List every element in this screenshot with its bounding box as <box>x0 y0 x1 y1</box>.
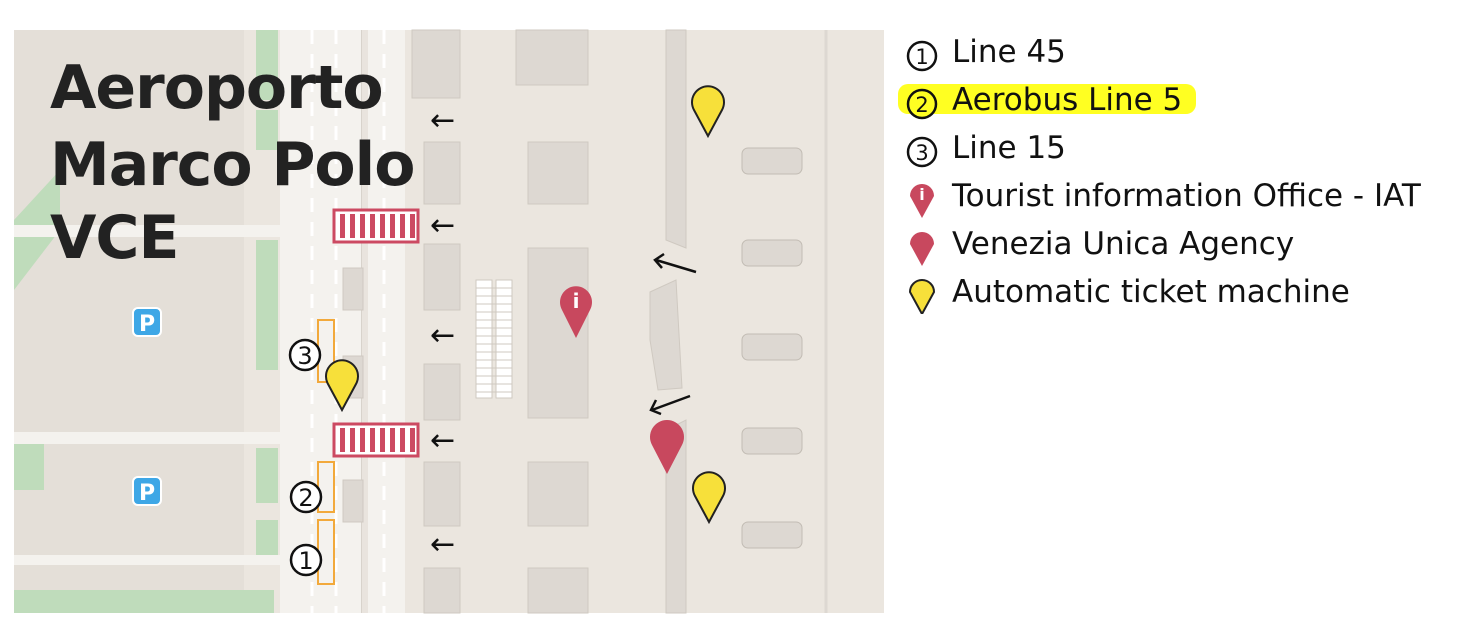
stop-number-2-icon[interactable]: 2 <box>289 480 323 514</box>
stop-number-3-icon: 3 <box>906 136 938 168</box>
stop-number-1-icon[interactable]: 1 <box>289 543 323 577</box>
legend-label: Tourist information Office - IAT <box>952 178 1421 214</box>
svg-text:3: 3 <box>297 342 312 370</box>
green-strip <box>256 520 278 565</box>
stop-number-3-icon[interactable]: 3 <box>288 338 322 372</box>
legend-item-line-45: 1 Line 45 <box>898 30 1468 78</box>
median <box>362 30 368 613</box>
ticket-machine-marker-icon[interactable] <box>325 359 359 413</box>
terminal-bar <box>649 279 683 391</box>
legend-item-tourist-info: i Tourist information Office - IAT <box>898 174 1468 222</box>
svg-text:P: P <box>139 481 155 506</box>
info-marker-icon[interactable]: i <box>560 286 592 338</box>
building-block <box>342 479 364 523</box>
green-strip <box>14 440 44 490</box>
ticket-machine-marker-icon <box>908 279 936 314</box>
parking-icon[interactable]: P <box>132 476 162 506</box>
map-title-line-1: Aeroporto <box>50 53 383 123</box>
arrow-left-icon: ← <box>430 527 455 562</box>
legend-item-aerobus-line-5: 2 Aerobus Line 5 <box>898 78 1468 126</box>
legend-label: Line 45 <box>952 34 1066 70</box>
parking-icon[interactable]: P <box>132 307 162 337</box>
ticket-machine-marker-icon[interactable] <box>691 85 725 139</box>
service-road <box>14 225 304 237</box>
gate-piers <box>741 147 803 549</box>
green-strip <box>14 590 274 613</box>
svg-text:3: 3 <box>915 141 928 165</box>
terminal-bar <box>665 419 687 614</box>
green-strip <box>256 110 278 150</box>
ticket-machine-marker-icon[interactable] <box>692 471 726 525</box>
svg-text:2: 2 <box>915 93 928 117</box>
svg-text:1: 1 <box>298 547 313 575</box>
arrow-left-icon: ← <box>430 103 455 138</box>
arrow-diagonal-icon <box>649 394 691 416</box>
map-title-line-3: VCE <box>50 203 178 273</box>
legend-label: Line 15 <box>952 130 1066 166</box>
parking-grid-lines <box>476 287 512 393</box>
stop-number-2-icon: 2 <box>906 88 938 120</box>
svg-text:2: 2 <box>298 484 313 512</box>
terminal-bar <box>665 29 687 249</box>
building-block <box>342 267 364 311</box>
agency-marker-icon <box>910 232 934 266</box>
arrow-diagonal-icon <box>653 252 697 274</box>
legend-highlight <box>898 84 1196 114</box>
legend-label: Aerobus Line 5 <box>952 82 1183 118</box>
map-legend: 1 Line 45 2 Aerobus Line 5 3 Line 15 i T… <box>898 30 1468 318</box>
green-strip <box>256 448 278 503</box>
airport-map[interactable]: ← ← ← ← ← Aeroporto Marco Polo VCE P P 3… <box>0 0 886 633</box>
svg-text:P: P <box>139 312 155 337</box>
green-strip <box>256 30 278 100</box>
stop-number-1-icon: 1 <box>906 40 938 72</box>
service-road <box>14 432 304 444</box>
building-column-1 <box>411 29 461 614</box>
arrow-left-icon: ← <box>430 318 455 353</box>
svg-text:i: i <box>919 185 924 204</box>
green-strip <box>256 240 278 370</box>
legend-label: Automatic ticket machine <box>952 274 1350 310</box>
arrow-left-icon: ← <box>430 208 455 243</box>
svg-text:1: 1 <box>915 45 928 69</box>
arrow-left-icon: ← <box>430 423 455 458</box>
legend-item-venezia-unica: Venezia Unica Agency <box>898 222 1468 270</box>
legend-label: Venezia Unica Agency <box>952 226 1295 262</box>
service-road <box>14 555 304 565</box>
svg-text:i: i <box>573 289 580 313</box>
parking-area <box>14 30 244 613</box>
map-title-line-2: Marco Polo <box>50 130 414 200</box>
crosswalk <box>332 208 420 244</box>
legend-item-line-15: 3 Line 15 <box>898 126 1468 174</box>
agency-marker-icon[interactable] <box>650 420 684 474</box>
legend-item-ticket-machine: Automatic ticket machine <box>898 270 1468 318</box>
crosswalk <box>332 422 420 458</box>
info-marker-icon: i <box>910 184 934 218</box>
